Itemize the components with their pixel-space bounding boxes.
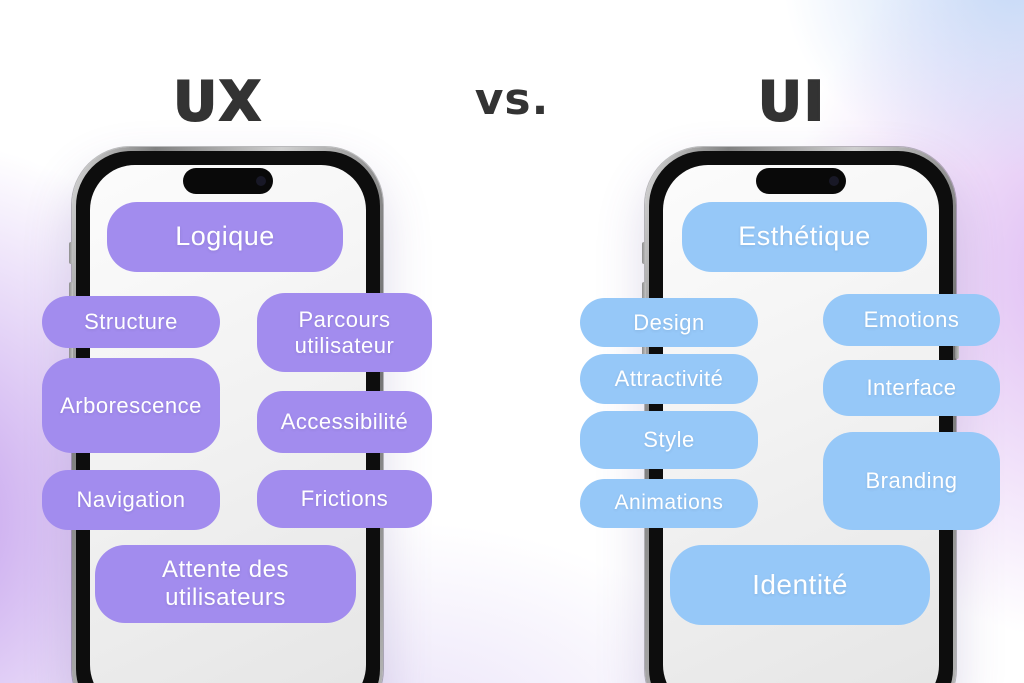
ui-title: UI bbox=[757, 69, 826, 134]
ui-pill-design: Design bbox=[580, 298, 758, 347]
camera-dot-icon bbox=[828, 176, 839, 186]
ux-pill-parcours-utilisateur: Parcours utilisateur bbox=[257, 293, 432, 372]
ui-pill-attractivite: Attractivité bbox=[580, 354, 758, 404]
ui-pill-animations: Animations bbox=[580, 479, 758, 528]
ui-pill-branding: Branding bbox=[823, 432, 1000, 530]
volume-down-button bbox=[642, 332, 646, 372]
dynamic-island bbox=[182, 168, 273, 194]
vs-separator: vs. bbox=[474, 74, 550, 125]
ux-title: UX bbox=[172, 69, 263, 134]
ui-pill-interface: Interface bbox=[823, 360, 1000, 416]
ux-pill-attente-des-utilisateurs: Attente des utilisateurs bbox=[95, 545, 356, 623]
dynamic-island bbox=[755, 168, 846, 194]
ux-pill-arborescence: Arborescence bbox=[42, 358, 220, 453]
ux-pill-structure: Structure bbox=[42, 296, 220, 348]
ui-pill-emotions: Emotions bbox=[823, 294, 1000, 346]
ui-pill-style: Style bbox=[580, 411, 758, 469]
ux-pill-frictions: Frictions bbox=[257, 470, 432, 528]
ui-pill-identite: Identité bbox=[670, 545, 930, 625]
ux-pill-accessibilite: Accessibilité bbox=[257, 391, 432, 453]
volume-down-button bbox=[69, 332, 73, 372]
mute-switch bbox=[642, 242, 646, 264]
ui-pill-esthetique: Esthétique bbox=[682, 202, 927, 272]
ux-pill-navigation: Navigation bbox=[42, 470, 220, 530]
ux-pill-logique: Logique bbox=[107, 202, 343, 272]
mute-switch bbox=[69, 242, 73, 264]
camera-dot-icon bbox=[255, 176, 266, 186]
